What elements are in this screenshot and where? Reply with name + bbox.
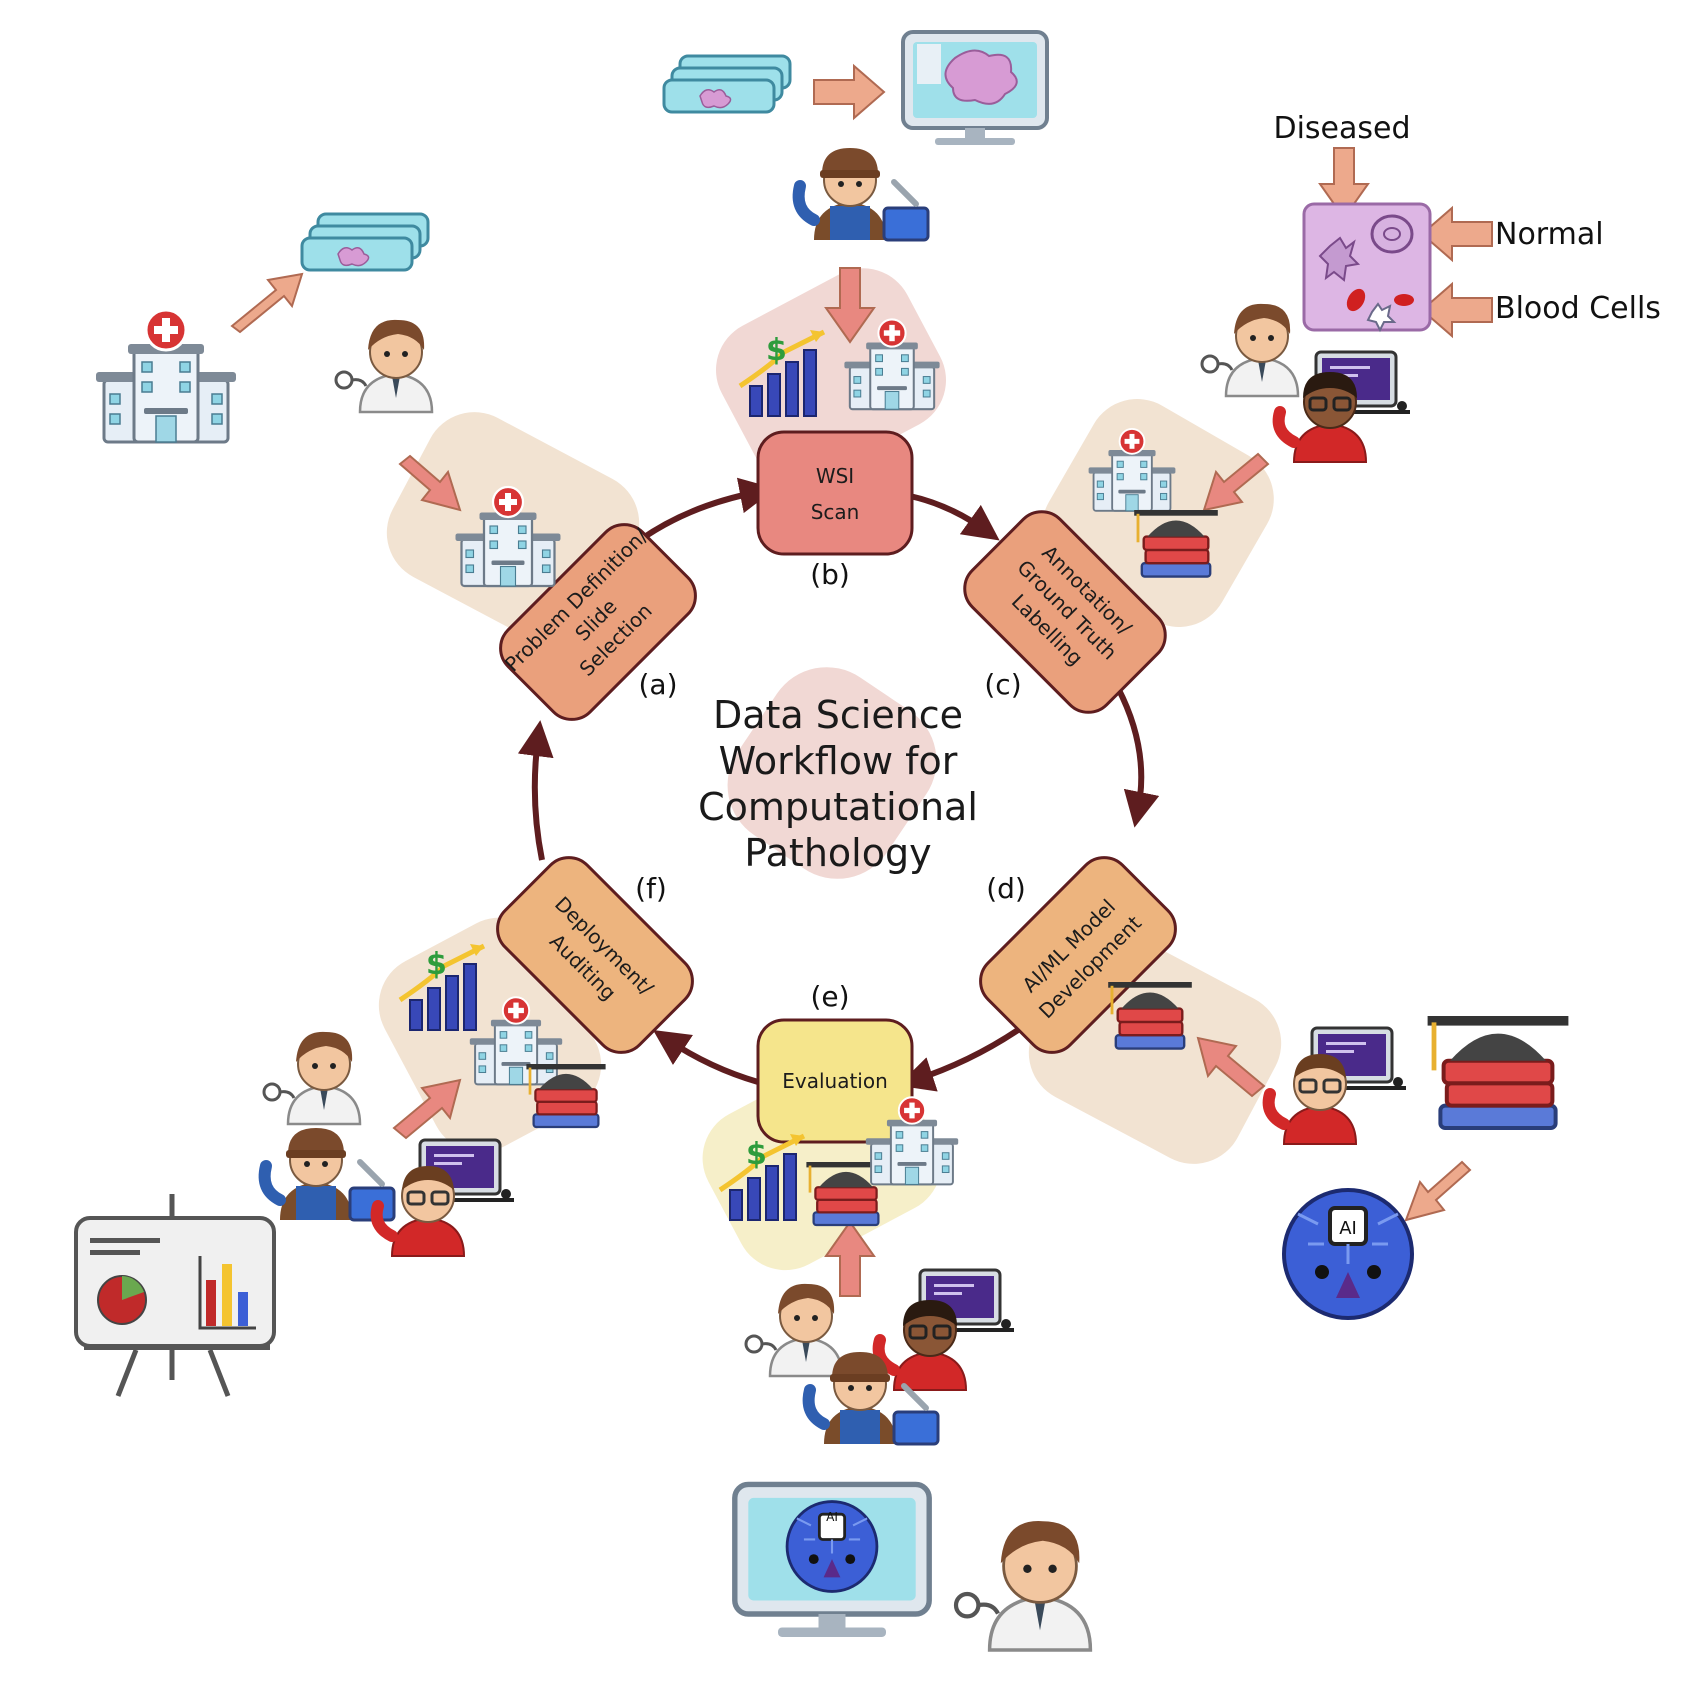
feed-arrow-to-step-a [398, 454, 462, 512]
step-wsi-scan[interactable]: WSI Scan [756, 430, 914, 556]
tissue-sample-icon [1302, 202, 1432, 333]
microscope-monitor-icon [901, 30, 1049, 147]
arrow-d-to-e [897, 1027, 1020, 1092]
feed-arrow-to-step-c [1202, 452, 1270, 512]
callout-diseased: Diseased [1273, 111, 1410, 146]
technician-icon [799, 148, 928, 240]
hospital-icon [94, 308, 238, 444]
feed-arrow-to-step-f [392, 1078, 462, 1140]
title-line-2: Workflow for [719, 739, 958, 783]
feed-arrow-blood-cells [1420, 281, 1493, 339]
step-d-label: (d) [986, 872, 1026, 905]
ai-monitor-icon: AI [735, 1484, 929, 1637]
step-b-label: (b) [810, 558, 850, 591]
step-f-label: (f) [635, 872, 667, 905]
scientist-icon [1269, 1054, 1356, 1144]
doctor-icon [334, 318, 434, 414]
feed-arrow-slides-to-scanner [813, 63, 886, 121]
step-b-line-2: Scan [811, 500, 860, 524]
arrow-a-to-b [638, 477, 776, 543]
doctor-icon [1200, 302, 1300, 398]
callout-blood-cells: Blood Cells [1495, 291, 1661, 326]
cycle-arrows [517, 477, 1160, 1092]
step-a-label: (a) [638, 668, 677, 701]
center-title: Data Science Workflow for Computational … [698, 693, 978, 875]
title-line-1: Data Science [713, 693, 963, 737]
arrow-b-to-c [909, 493, 1000, 541]
scientist-icon [879, 1300, 966, 1390]
ai-brain-icon: AI [1282, 1188, 1414, 1320]
step-b-line-1: WSI [816, 464, 854, 488]
step-evaluation[interactable]: Evaluation [756, 1018, 914, 1144]
step-deployment[interactable]: Deployment/ Auditing [487, 847, 703, 1063]
feed-arrow-diseased [1318, 147, 1370, 220]
step-c-label: (c) [984, 668, 1021, 701]
title-line-4: Pathology [744, 831, 931, 875]
feed-arrow-to-step-d [1196, 1036, 1266, 1098]
arrow-f-to-a [517, 720, 554, 861]
graduation-books-icon [1428, 1016, 1569, 1128]
step-labels: (a) (b) (c) (d) (e) (f) [635, 558, 1026, 1013]
title-line-3: Computational [698, 785, 978, 829]
arrow-e-to-f [653, 1030, 759, 1085]
feed-arrow-hospital-to-slides [230, 272, 304, 334]
feed-arrow-to-step-e [824, 1220, 876, 1297]
doctor-icon [262, 1030, 362, 1126]
ai-badge-text: AI [1339, 1218, 1357, 1239]
callout-normal: Normal [1495, 217, 1604, 252]
feed-arrows [230, 63, 1493, 1297]
arrow-c-to-d [1115, 686, 1160, 828]
ai-monitor-badge-text: AI [826, 1510, 838, 1524]
doctor-icon [956, 1521, 1090, 1650]
doctor-icon [744, 1282, 844, 1378]
step-model-development[interactable]: AI/ML Model Development [970, 847, 1186, 1063]
slide-stack-icon [662, 54, 792, 114]
feed-arrow-normal [1420, 205, 1493, 263]
feed-arrow-tech-to-step-b [824, 267, 876, 344]
step-e-line-1: Evaluation [782, 1069, 888, 1093]
slide-stack-icon [300, 212, 430, 272]
presentation-board-icon [74, 1194, 276, 1397]
step-e-label: (e) [810, 980, 849, 1013]
feed-arrow-books-to-ai [1404, 1160, 1472, 1222]
